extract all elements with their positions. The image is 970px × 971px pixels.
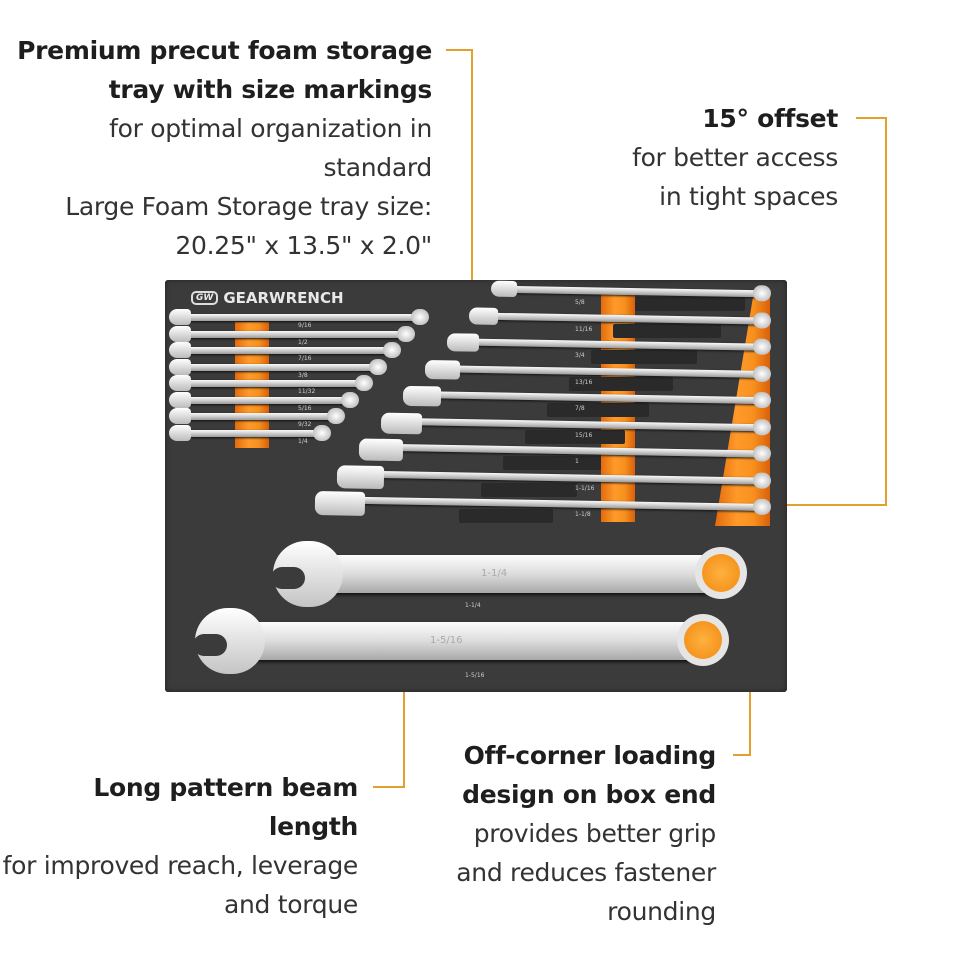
wrench xyxy=(169,391,359,408)
wrench xyxy=(169,408,345,424)
size-label: 9/32 xyxy=(298,421,312,428)
callout-text: Large Foam Storage tray size: xyxy=(65,192,432,221)
foam-slot xyxy=(525,429,625,444)
wrench xyxy=(169,309,429,325)
size-label: 1-5/16 xyxy=(465,672,485,679)
foam-slot xyxy=(613,323,721,338)
foam-slot xyxy=(635,297,745,311)
wrench xyxy=(169,342,401,358)
callout-offset: 15° offset for better access in tight sp… xyxy=(632,99,838,216)
large-wrench: 1-5/16 xyxy=(193,608,729,674)
foam-slot xyxy=(459,509,553,523)
size-label: 1-1/16 xyxy=(575,484,595,492)
brand-logo: GW GEARWRENCH xyxy=(191,289,344,307)
callout-text: for better access xyxy=(632,143,838,172)
size-label: 5/16 xyxy=(298,404,312,412)
size-label: 3/4 xyxy=(575,352,585,359)
size-label: 1 xyxy=(575,458,579,465)
callout-text: and reduces fastener xyxy=(456,858,716,887)
callout-heading: Off-corner loading xyxy=(463,741,717,770)
callout-heading: Long pattern beam length xyxy=(93,773,358,841)
size-label: 1/2 xyxy=(298,338,308,346)
callout-text: and torque xyxy=(223,890,358,919)
callout-heading: 15° offset xyxy=(702,104,838,133)
foam-slot xyxy=(481,482,577,497)
callout-heading: tray with size markings xyxy=(108,75,433,104)
size-label: 9/16 xyxy=(298,322,312,329)
box-end-foam-strip xyxy=(715,294,770,526)
callout-text: 20.25" x 13.5" x 2.0" xyxy=(175,231,432,260)
size-label: 11/16 xyxy=(575,325,593,333)
foam-tray: GW GEARWRENCH 9/16 1/2 7/16 3/8 11/32 5/16 9/32… xyxy=(165,280,787,692)
offset-callout-line xyxy=(768,117,887,506)
wrench xyxy=(424,359,772,382)
size-label: 15/16 xyxy=(575,431,593,439)
wrench xyxy=(169,424,331,441)
wrench-stamp: 1-1/4 xyxy=(481,568,508,579)
callout-text: in tight spaces xyxy=(659,182,838,211)
foam-slot xyxy=(547,403,649,417)
brand-name: GEARWRENCH xyxy=(223,289,344,307)
size-label: 5/8 xyxy=(575,299,585,306)
large-wrench: 1-1/4 xyxy=(271,541,747,607)
callout-text: for improved reach, leverage xyxy=(2,851,359,880)
callout-text: for optimal organization in standard xyxy=(109,114,432,182)
wrench xyxy=(169,325,415,342)
size-label: 11/32 xyxy=(298,388,316,395)
wrench-stamp: 1-5/16 xyxy=(430,635,463,646)
callout-text: rounding xyxy=(607,897,716,926)
foam-slot xyxy=(591,350,697,364)
tray-callout-line xyxy=(446,49,473,280)
callout-text: provides better grip xyxy=(473,819,717,848)
callout-tray: Premium precut foam storage tray with si… xyxy=(0,31,432,265)
wrench xyxy=(169,358,387,375)
callout-heading: design on box end xyxy=(462,780,716,809)
foam-slot xyxy=(503,456,601,470)
size-label: 7/8 xyxy=(575,405,585,412)
size-label: 1-1/8 xyxy=(575,511,591,518)
box-end-callout-line xyxy=(733,662,751,756)
gw-logo: GW xyxy=(191,291,219,305)
callout-box-end: Off-corner loading design on box end pro… xyxy=(456,736,716,931)
size-label: 1-1/4 xyxy=(465,602,481,609)
beam-callout-line xyxy=(373,655,405,788)
size-label: 7/16 xyxy=(298,355,312,362)
size-label: 1/4 xyxy=(298,437,308,445)
size-label: 3/8 xyxy=(298,371,308,379)
foam-slot xyxy=(569,376,673,391)
callout-heading: Premium precut foam storage xyxy=(17,36,432,65)
callout-beam: Long pattern beam length for improved re… xyxy=(0,768,359,924)
size-label: 13/16 xyxy=(575,378,593,386)
wrench xyxy=(169,375,373,391)
wrench xyxy=(380,412,772,435)
